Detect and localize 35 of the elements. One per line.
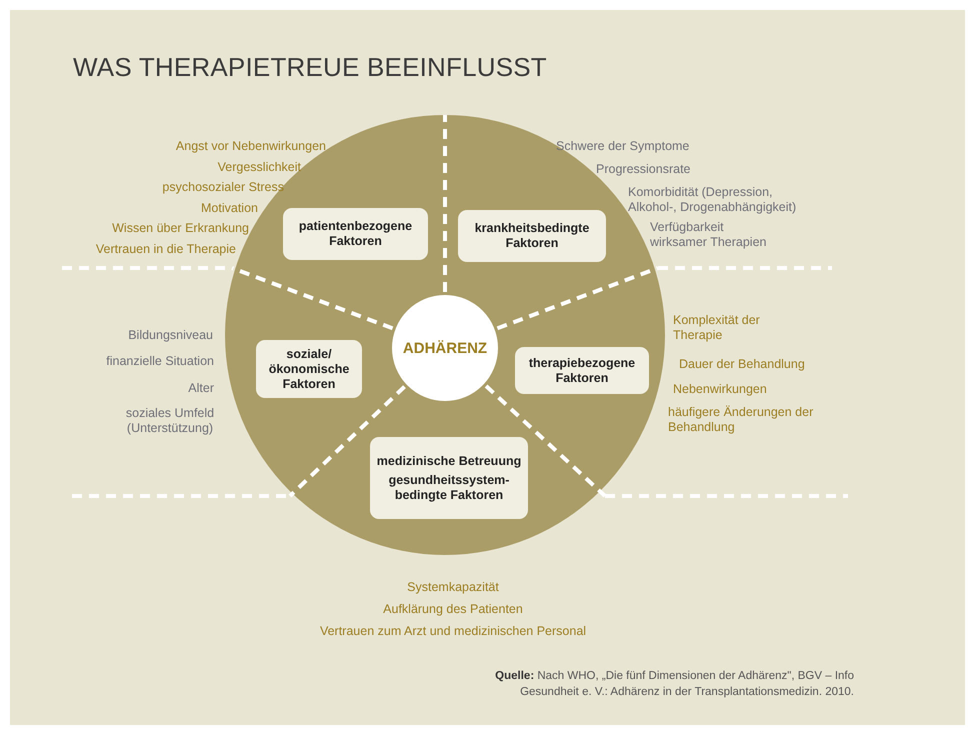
factor-text: Alter (187, 381, 214, 396)
category-box (515, 347, 649, 394)
factor-text: Schwere der Symptome (556, 139, 690, 154)
factor-text: soziales Umfeld (Unterstützung) (124, 406, 216, 436)
category-box (283, 208, 428, 260)
factor-text: Motivation (200, 201, 258, 216)
factor-text: Systemkapazität (406, 580, 500, 595)
diagram-title: WAS THERAPIETREUE BEEINFLUSST (73, 52, 547, 83)
category-box (370, 437, 528, 519)
factor-text: Verfügbarkeit wirksamer Therapien (650, 220, 768, 250)
category-box (458, 210, 606, 262)
node-label: krankheitsbedingte Faktoren (474, 221, 590, 251)
factor-text: Progressionsrate (596, 162, 692, 177)
factor-text: Vertrauen in die Therapie (94, 242, 236, 257)
node-label: ADHÄRENZ (402, 340, 488, 356)
factor-text: psychosozialer Stress (161, 180, 284, 195)
factor-text: Wissen über Erkrankung (111, 221, 249, 236)
factor-text: Komplexität der Therapie (673, 313, 761, 343)
factor-text: Komorbidität (Depression, Alkohol-, Drogenabhängigkeit) (628, 185, 798, 215)
node-label: soziale/ ökonomische Faktoren (268, 346, 350, 392)
factor-text: Dauer der Behandlung (679, 357, 806, 372)
node-label: medizinische Betreuung (376, 454, 522, 468)
category-box (256, 340, 362, 398)
factor-text: Aufklärung des Patienten (382, 602, 524, 617)
factor-text: Nebenwirkungen (673, 382, 768, 397)
factor-text: häufigere Änderungen der Behandlung (668, 405, 814, 435)
factor-text: Vertrauen zum Arzt und medizinischen Personal (318, 624, 588, 639)
node-label: therapiebezogene Faktoren (528, 356, 636, 386)
factor-text: Vergesslichkeit (216, 160, 301, 175)
node-label: gesundheitssystem-bedingte Faktoren (388, 472, 510, 502)
factor-text: finanzielle Situation (105, 354, 214, 369)
source-caption: Quelle: Nach WHO, „Die fünf Dimensionen der Adhärenz", BGV – Info Gesundheit e. V.: Adhärenz in der Transplantationsmedizin. 2010. (494, 669, 854, 700)
node-label: patientenbezogene Faktoren (298, 219, 414, 249)
factor-text: Bildungsniveau (127, 328, 213, 343)
factor-text: Angst vor Nebenwirkungen (174, 139, 326, 154)
